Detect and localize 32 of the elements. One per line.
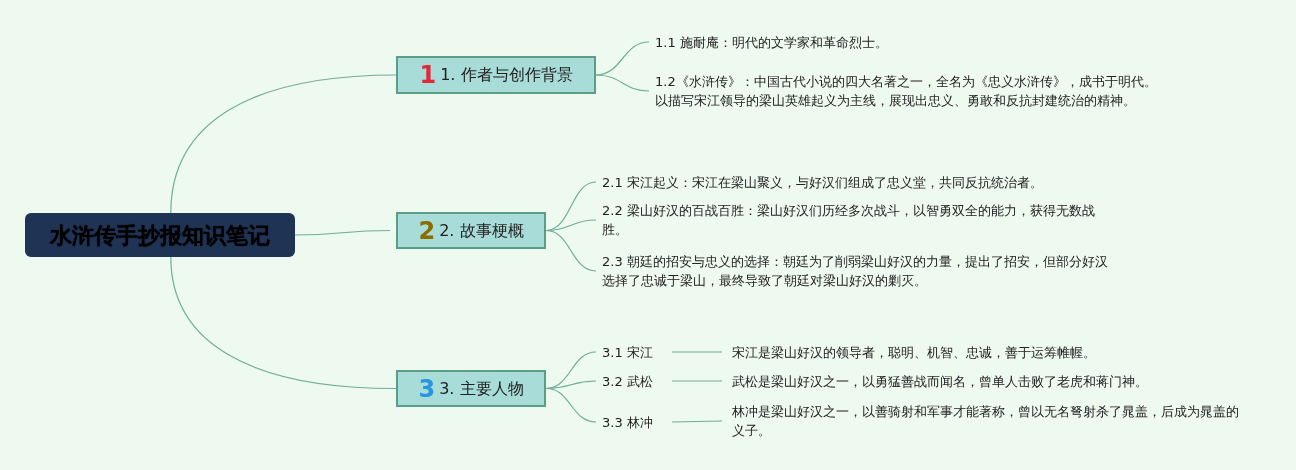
- branch-line: [671, 420, 723, 423]
- priority-number: 3: [418, 376, 436, 401]
- note-text: 2.2 梁山好汉的百战百胜：梁山好汉们历经多次战斗，以智勇双全的能力，获得无数战胜。: [602, 199, 1112, 241]
- central-topic-box: [25, 213, 295, 257]
- branch-line: [170, 74, 397, 214]
- branch-line: [671, 351, 723, 353]
- note-text: 3.2 武松: [602, 371, 666, 391]
- topic-box: [396, 212, 546, 249]
- branch-line: [671, 380, 723, 382]
- priority-number: 2: [418, 218, 436, 243]
- note-text: 3.1 宋江: [602, 342, 666, 362]
- topic-box: [396, 370, 546, 407]
- note-text: 1.1 施耐庵：明代的文学家和革命烈士。: [655, 32, 1165, 52]
- note-text: 2.3 朝廷的招安与忠义的选择：朝廷为了削弱梁山好汉的力量，提出了招安，但部分好汉选择了忠诚于梁山，最终导致了朝廷对梁山好汉的剿灭。: [602, 250, 1112, 292]
- branch-line: [170, 256, 397, 390]
- branch-line: [294, 229, 391, 236]
- branch-line: [595, 41, 650, 76]
- branch-line: [545, 229, 597, 272]
- branch-line: [595, 74, 650, 92]
- note-text: 宋江是梁山好汉的领导者，聪明、机智、忠诚，善于运筹帷幄。: [732, 342, 1252, 362]
- note-text: 林冲是梁山好汉之一，以善骑射和军事才能著称，曾以无名弩射杀了晁盖，后成为晁盖的义子。: [732, 400, 1242, 442]
- central-topic-title: 水浒传手抄报知识笔记: [50, 221, 270, 250]
- note-text: 3.3 林冲: [602, 412, 666, 432]
- note-text: 2.1 宋江起义：宋江在梁山聚义，与好汉们组成了忠义堂，共同反抗统治者。: [602, 172, 1112, 192]
- topic-title: 2. 故事梗概: [439, 219, 524, 242]
- topic-title: 1. 作者与创作背景: [440, 64, 573, 86]
- note-text: 武松是梁山好汉之一，以勇猛善战而闻名，曾单人击败了老虎和蒋门神。: [732, 371, 1252, 391]
- topic-box: [396, 56, 596, 94]
- topic-title: 3. 主要人物: [439, 377, 524, 400]
- priority-number: 1: [419, 63, 437, 87]
- branch-line: [545, 387, 597, 423]
- note-text: 1.2《水浒传》：中国古代小说的四大名著之一，全名为《忠义水浒传》，成书于明代。以描写宋江领导的梁山英雄起义为主线，展现出忠义、勇敢和反抗封建统治的精神。: [655, 60, 1165, 122]
